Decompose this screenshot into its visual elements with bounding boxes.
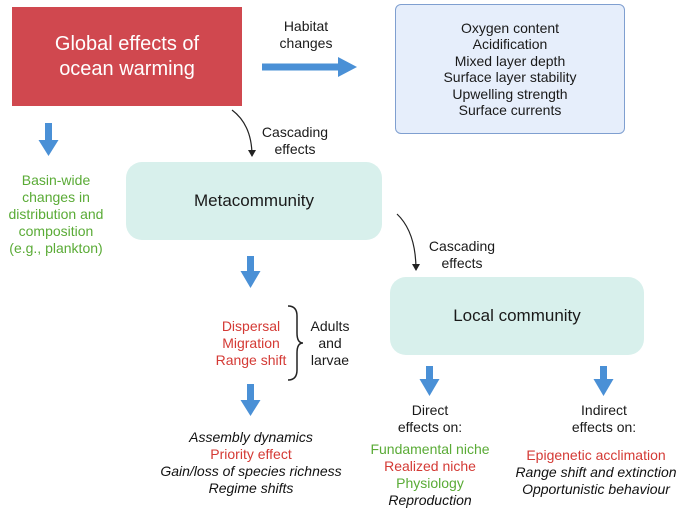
metacommunity-box: Metacommunity: [126, 162, 382, 240]
indirect-item: Opportunistic behaviour: [522, 481, 670, 497]
global-effects-box: Global effects of ocean warming: [12, 7, 242, 106]
habitat-item: Acidification: [472, 36, 548, 52]
dispersal-item: Range shift: [215, 352, 287, 368]
dispersal-list: Dispersal Migration Range shift: [205, 318, 297, 369]
cascading-effects-label-2: Cascading effects: [428, 238, 496, 271]
indirect-item: Range shift and extinction: [515, 464, 677, 480]
direct-item: Realized niche: [384, 458, 476, 474]
dispersal-item: Migration: [222, 335, 280, 351]
direct-item: Reproduction: [388, 492, 472, 508]
outcome-item: Priority effect: [210, 446, 292, 462]
adults-larvae-label: Adults and larvae: [310, 318, 350, 368]
outcome-item: Assembly dynamics: [189, 429, 313, 445]
global-effects-line-2: ocean warming: [59, 57, 195, 80]
global-effects-line-1: Global effects of: [54, 32, 200, 55]
habitat-arrow: [262, 57, 357, 77]
habitat-item: Surface layer stability: [443, 69, 577, 85]
down-arrow-indirect: [593, 366, 614, 396]
habitat-item: Oxygen content: [460, 19, 560, 36]
indirect-effects-heading: Indirect effects on:: [571, 402, 637, 435]
brace: [287, 305, 304, 381]
habitat-item: Surface currents: [458, 102, 562, 118]
habitat-factors-box: Oxygen content Acidification Mixed layer…: [395, 4, 625, 134]
down-arrow-basin: [38, 123, 59, 156]
habitat-changes-label: Habitat changes: [279, 18, 333, 51]
basin-wide-changes-text: Basin-wide changes in distribution and c…: [8, 172, 104, 256]
indirect-effects-list: Epigenetic acclimation Range shift and e…: [510, 447, 682, 498]
local-community-box: Local community: [390, 277, 644, 355]
habitat-item: Mixed layer depth: [454, 52, 566, 69]
outcome-item: Gain/loss of species richness: [160, 463, 342, 479]
local-community-label: Local community: [453, 306, 581, 325]
outcome-item: Regime shifts: [208, 480, 294, 496]
dispersal-item: Dispersal: [221, 318, 281, 334]
direct-item: Fundamental niche: [370, 441, 490, 457]
metacommunity-outcomes: Assembly dynamics Priority effect Gain/l…: [135, 429, 367, 497]
down-arrow-direct: [419, 366, 440, 396]
direct-item: Physiology: [396, 475, 464, 491]
down-arrow-dispersal: [240, 256, 261, 288]
direct-effects-list: Fundamental niche Realized niche Physiol…: [367, 441, 493, 509]
metacommunity-label: Metacommunity: [194, 191, 314, 210]
indirect-item: Epigenetic acclimation: [526, 447, 666, 463]
cascading-effects-label-1: Cascading effects: [261, 124, 329, 157]
cascading-curve-1: [231, 109, 256, 157]
cascading-curve-2: [396, 213, 420, 271]
habitat-item: Upwelling strength: [452, 85, 568, 102]
down-arrow-outcomes: [240, 384, 261, 416]
direct-effects-heading: Direct effects on:: [397, 402, 463, 435]
